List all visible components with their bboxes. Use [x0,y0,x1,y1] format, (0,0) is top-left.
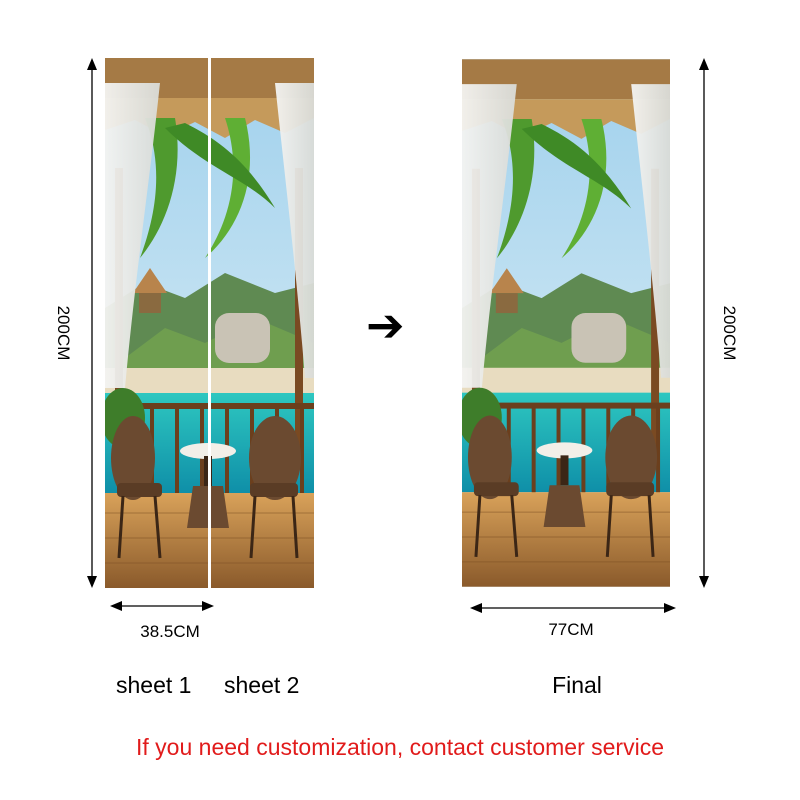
sheet-1-label: sheet 1 [116,672,192,698]
sheet-width-dimension-arrow [110,601,214,611]
final-width-label: 77CM [548,620,594,639]
door-mural-final-image [462,58,670,588]
right-arrow-icon: ➔ [366,299,405,351]
final-width-dimension-arrow [470,603,676,613]
sheet-2-label: sheet 2 [224,672,300,698]
left-height-label: 200CM [54,305,73,361]
final-height-dimension-arrow [699,58,709,588]
sheet-seam-divider [208,58,211,588]
customization-notice: If you need customization, contact custo… [136,734,664,760]
sheet-width-label: 38.5CM [140,622,200,641]
height-dimension-arrow [87,58,97,588]
final-label: Final [552,672,602,698]
right-height-label: 200CM [720,305,739,361]
